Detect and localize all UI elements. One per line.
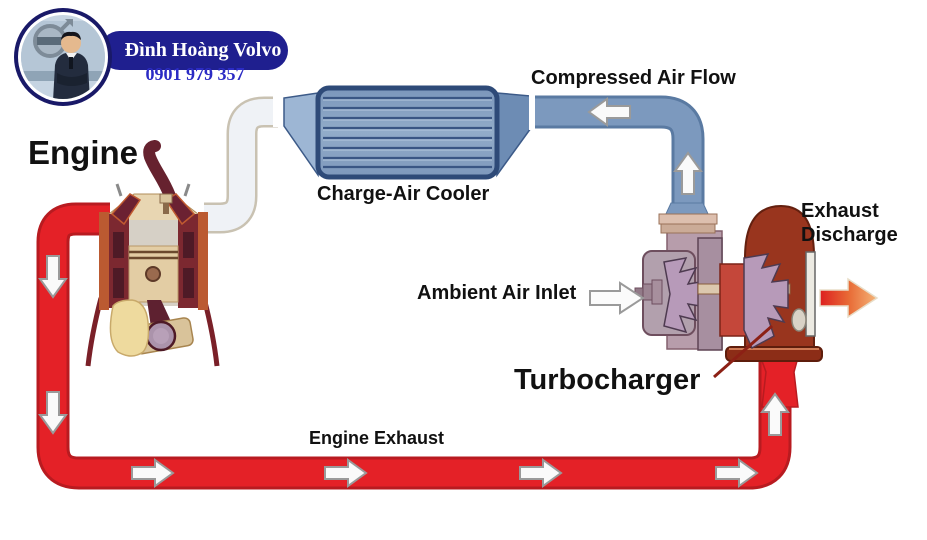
dealer-phone: 0901 979 357 xyxy=(145,64,245,84)
cooled-air-pipe xyxy=(204,96,278,234)
ambient-air-inlet-arrow xyxy=(589,281,645,315)
engine-label: Engine xyxy=(28,134,139,171)
exhaust-discharge-line2: Discharge xyxy=(801,224,898,246)
charge-air-cooler-label: Charge-Air Cooler xyxy=(317,183,490,205)
dealer-badge: Đình Hoàng Volvo 0901 979 357 xyxy=(0,0,320,115)
wastegate-actuator xyxy=(791,308,807,332)
engine-exhaust-label: Engine Exhaust xyxy=(309,428,445,448)
ambient-air-inlet-label: Ambient Air Inlet xyxy=(417,282,577,304)
cooler-fins xyxy=(323,96,492,169)
compressed-air-pipe xyxy=(534,95,705,214)
engine-intake-runner xyxy=(143,140,176,202)
dealer-name-pill: Đình Hoàng Volvo xyxy=(100,31,288,70)
charge-air-cooler-illustration xyxy=(273,85,535,180)
compressor-wheel xyxy=(663,257,701,334)
engine-exhaust-pipe xyxy=(36,202,801,490)
compressed-air-flow-label: Compressed Air Flow xyxy=(531,67,736,89)
exhaust-discharge-line1: Exhaust xyxy=(801,200,879,222)
turbine-wheel xyxy=(743,253,789,350)
dealer-photo xyxy=(21,15,105,99)
turbocharger-label: Turbocharger xyxy=(514,364,701,396)
engine-illustration xyxy=(85,140,220,367)
engine-piston xyxy=(128,245,179,303)
exhaust-discharge-arrow xyxy=(819,277,879,319)
cooler-fin-highlights xyxy=(323,99,492,161)
engine-oil-sump xyxy=(109,299,150,357)
turbocharger-leader-line xyxy=(713,324,773,379)
turbocharger-illustration xyxy=(634,202,823,362)
dealer-person xyxy=(53,31,90,99)
dealer-name: Đình Hoàng Volvo xyxy=(124,39,282,61)
dealer-avatar xyxy=(14,8,112,106)
exhaust-discharge-label: Exhaust Discharge xyxy=(801,199,898,247)
